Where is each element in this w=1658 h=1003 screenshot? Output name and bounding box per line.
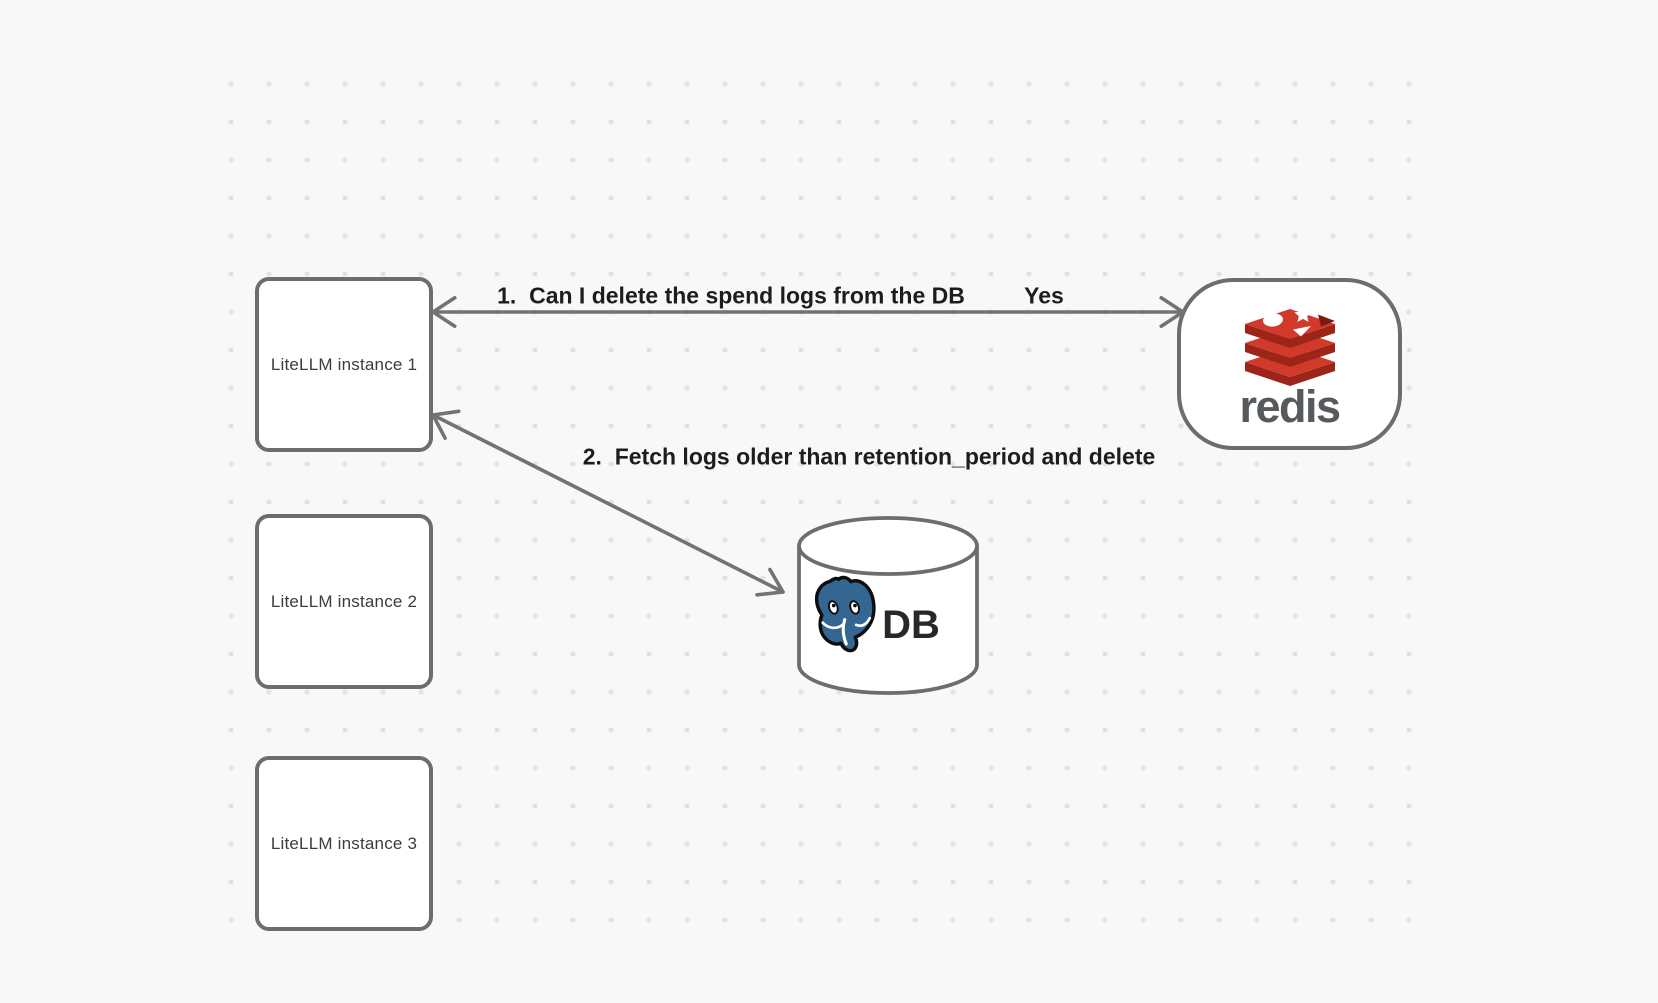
arrow-1-label: 1. Can I delete the spend logs from the … — [497, 282, 965, 309]
node-litellm-instance-3[interactable]: LiteLLM instance 3 — [255, 756, 433, 931]
postgresql-elephant-icon — [814, 575, 876, 653]
arrow-1-response-label: Yes — [1024, 282, 1064, 309]
node-redis[interactable]: redis — [1177, 278, 1402, 450]
node-database-cylinder[interactable]: DB — [795, 514, 981, 697]
litellm-instance-1-label: LiteLLM instance 1 — [270, 354, 418, 374]
cylinder-top — [797, 516, 979, 576]
litellm-instance-2-label: LiteLLM instance 2 — [270, 591, 418, 611]
node-litellm-instance-2[interactable]: LiteLLM instance 2 — [255, 514, 433, 689]
node-litellm-instance-1[interactable]: LiteLLM instance 1 — [255, 277, 433, 452]
database-label: DB — [882, 603, 940, 647]
litellm-instance-3-label: LiteLLM instance 3 — [270, 833, 418, 853]
redis-logo-icon — [1244, 306, 1335, 386]
arrow-2-label: 2. Fetch logs older than retention_perio… — [582, 443, 1156, 470]
redis-wordmark: redis — [1239, 381, 1341, 432]
